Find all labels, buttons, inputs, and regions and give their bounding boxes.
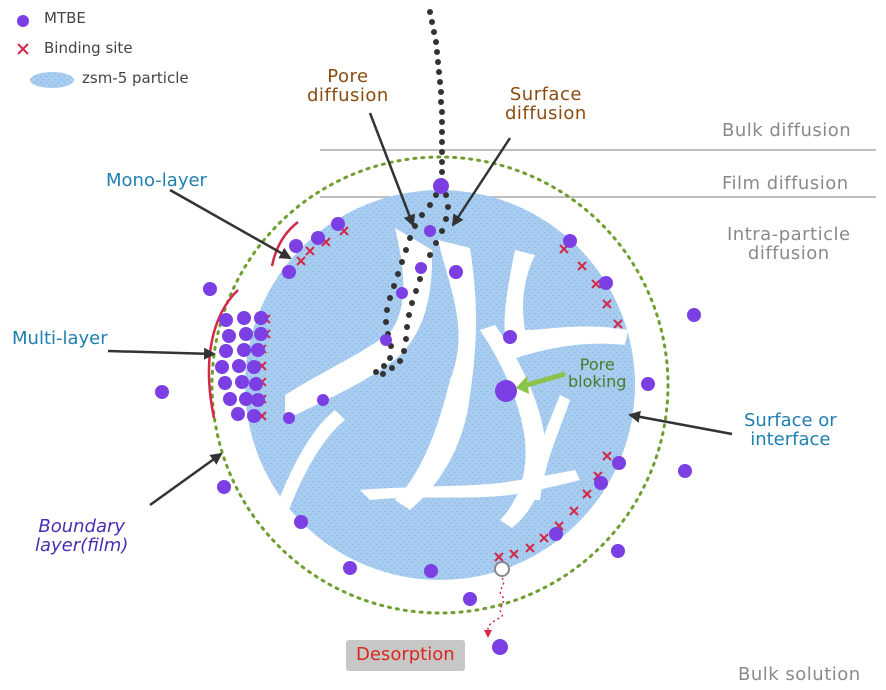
legend-binding-site-icon (18, 44, 28, 54)
vacant-site (495, 562, 509, 576)
film-diffusion-label: Film diffusion (722, 175, 849, 194)
mono-layer-label: Mono-layer (106, 172, 207, 191)
bulk-diffusion-label: Bulk diffusion (722, 122, 851, 141)
legend-binding-site-label: Binding site (44, 41, 133, 57)
legend-mtbe-icon (17, 15, 29, 27)
bulk-solution-label: Bulk solution (738, 666, 861, 685)
legend-zsm5-icon (30, 72, 74, 88)
legend-mtbe-label: MTBE (44, 11, 86, 27)
multi-layer-label: Multi-layer (12, 330, 108, 349)
legend-zsm5-label: zsm-5 particle (82, 71, 189, 87)
desorption-label: Desorption (346, 640, 465, 671)
